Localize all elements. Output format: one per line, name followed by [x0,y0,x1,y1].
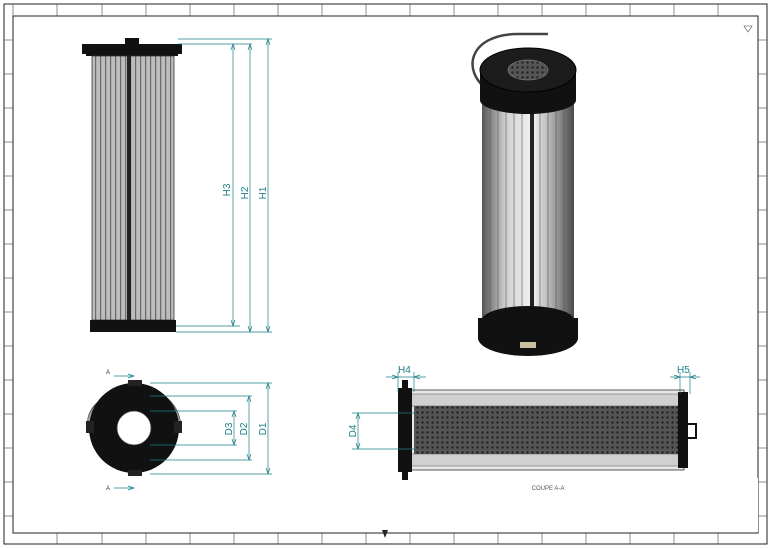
dimension-label-h1: H1 [258,186,269,199]
front-dimensions [176,37,272,334]
section-marker-lines [114,373,136,491]
top-dimensions [150,381,272,476]
dimension-label-h3: H3 [222,183,233,196]
top-view [86,380,182,476]
dimension-label-h4: H4 [398,365,411,376]
section-marker-a-bottom: A [106,486,110,492]
dimension-label-d4: D4 [348,424,359,437]
dimension-label-h2: H2 [240,186,251,199]
dimension-label-h5: H5 [677,365,690,376]
dimension-label-d3: D3 [224,422,235,435]
centering-mark-icon [382,530,388,538]
section-title: COUPE A-A [532,486,565,492]
section-dimensions [352,372,700,451]
section-view [398,380,697,480]
dimension-label-d1: D1 [258,422,269,435]
isometric-view [471,32,578,356]
sheet-frame [3,3,768,545]
front-view [82,38,182,332]
dimension-label-d2: D2 [239,422,250,435]
section-marker-a-top: A [106,370,110,376]
corner-mark-icon [743,25,753,33]
